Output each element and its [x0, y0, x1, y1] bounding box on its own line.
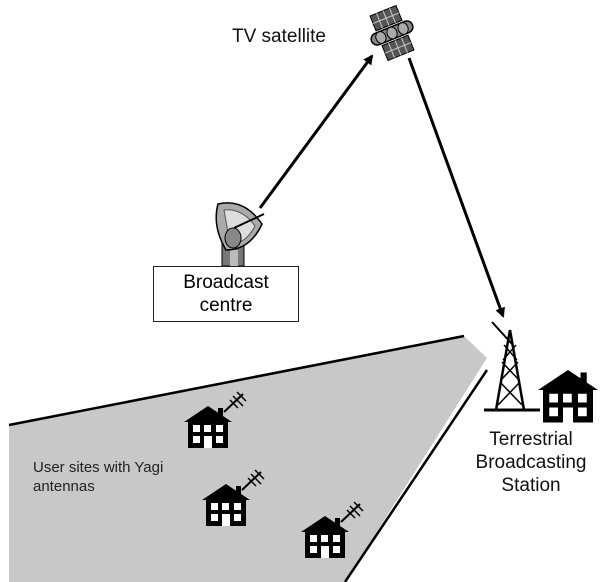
broadcast-centre-box: Broadcast centre — [153, 266, 299, 322]
uplink-arrow — [258, 54, 374, 209]
user-sites-label-line1: User sites with Yagi — [33, 459, 164, 476]
coverage-edge-top — [8, 334, 465, 427]
downlink-arrow — [407, 57, 505, 318]
satellite-label: TV satellite — [232, 26, 326, 47]
broadcast-centre-label-line2: centre — [199, 295, 253, 316]
transmission-tower-icon — [484, 321, 540, 412]
user-sites-label: User sites with Yagi antennas — [33, 458, 163, 496]
station-label-line2: Broadcasting — [475, 452, 587, 473]
coverage-edge-right — [343, 369, 489, 582]
station-label-line1: Terrestrial — [489, 429, 573, 450]
station-house-icon — [538, 370, 598, 423]
station-label: Terrestrial Broadcasting Station — [461, 428, 601, 497]
coverage-area — [9, 336, 487, 582]
dish-antenna-icon — [215, 202, 265, 267]
station-label-line3: Station — [501, 475, 561, 496]
user-sites-label-line2: antennas — [33, 478, 95, 495]
broadcast-centre-label-line1: Broadcast — [183, 272, 269, 293]
satellite-icon — [369, 4, 415, 62]
